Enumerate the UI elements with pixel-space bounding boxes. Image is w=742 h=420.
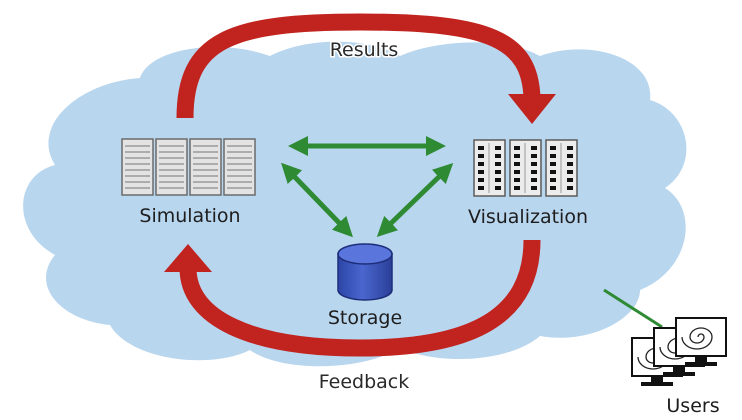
- render-cluster-icon: [473, 139, 578, 197]
- feedback-arrowhead: [164, 244, 212, 272]
- storage-label: Storage: [328, 307, 402, 329]
- server-rack-icon: [121, 138, 256, 196]
- users-label: Users: [666, 395, 719, 416]
- visualization-label: Visualization: [468, 206, 588, 228]
- feedback-label: Feedback: [319, 371, 409, 393]
- link-simulation-storage: [281, 162, 353, 238]
- link-visualization-storage: [376, 163, 454, 237]
- simulation-label: Simulation: [139, 205, 240, 227]
- results-arrowhead: [508, 94, 556, 124]
- database-cylinder-icon: [337, 243, 393, 301]
- monitor-stack-icon: [631, 317, 727, 386]
- feedback-arrow: [179, 239, 541, 357]
- results-label: Results: [330, 39, 399, 61]
- results-arrow: [176, 13, 541, 119]
- users-connection: [603, 288, 663, 329]
